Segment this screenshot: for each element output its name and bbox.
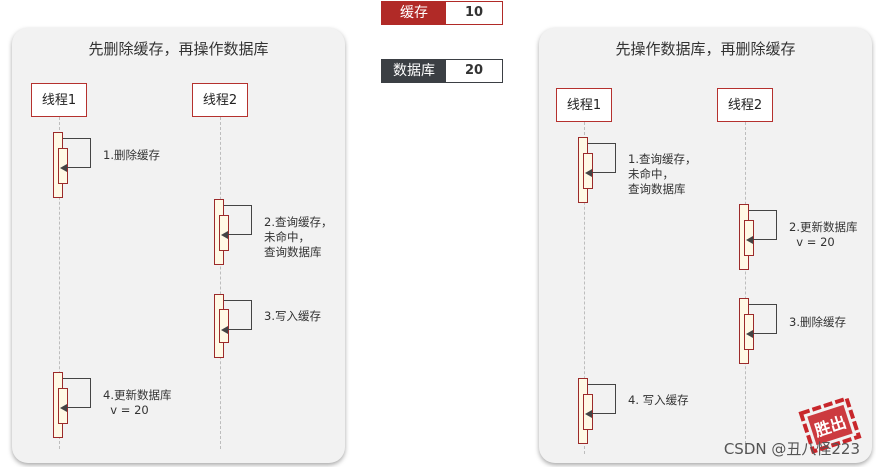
right-thread1-lifeline bbox=[584, 122, 585, 454]
left-panel-title: 先删除缓存，再操作数据库 bbox=[88, 40, 269, 58]
watermark: CSDN @丑八怪223 bbox=[723, 440, 860, 458]
legend-db-label: 数据库 bbox=[382, 60, 446, 82]
left-self-arrow-4 bbox=[60, 378, 91, 412]
right-self-arrow-1 bbox=[585, 143, 616, 177]
right-step-3-label: 3.删除缓存 bbox=[789, 315, 846, 329]
right-step-4-label: 4. 写入缓存 bbox=[628, 393, 689, 407]
right-self-arrow-2 bbox=[746, 210, 777, 244]
right-thread2-box: 线程2 bbox=[717, 88, 773, 122]
right-thread2-lifeline bbox=[745, 122, 746, 454]
left-thread2-box: 线程2 bbox=[192, 83, 248, 117]
right-self-arrow-3 bbox=[746, 304, 777, 338]
left-scenario-panel: 先删除缓存，再操作数据库 线程1 线程2 1.删除缓存 2.查询缓存， 未命中，… bbox=[12, 28, 345, 463]
right-panel-title: 先操作数据库，再删除缓存 bbox=[615, 40, 796, 58]
left-step-1-label: 1.删除缓存 bbox=[103, 148, 160, 162]
left-thread1-lifeline bbox=[59, 117, 60, 449]
legend-db-value: 20 bbox=[446, 60, 502, 82]
winner-stamp-icon: 胜出 bbox=[798, 396, 862, 454]
left-self-arrow-2 bbox=[221, 205, 252, 239]
right-scenario-panel: 先操作数据库，再删除缓存 线程1 线程2 1.查询缓存， 未命中， 查询数据库 … bbox=[539, 28, 872, 463]
left-thread1-box: 线程1 bbox=[31, 83, 87, 117]
legend-cache-value: 10 bbox=[446, 2, 502, 24]
left-self-arrow-1 bbox=[60, 138, 91, 172]
right-self-arrow-4 bbox=[585, 384, 616, 418]
legend-cache-label: 缓存 bbox=[382, 2, 446, 24]
right-thread1-box: 线程1 bbox=[556, 88, 612, 122]
right-step-1-label: 1.查询缓存， 未命中， 查询数据库 bbox=[628, 152, 697, 196]
left-thread2-lifeline bbox=[220, 117, 221, 449]
left-step-2-label: 2.查询缓存， 未命中， 查询数据库 bbox=[264, 215, 333, 259]
left-self-arrow-3 bbox=[221, 300, 252, 334]
left-step-3-label: 3.写入缓存 bbox=[264, 309, 321, 323]
right-step-2-label: 2.更新数据库 v = 20 bbox=[789, 220, 858, 249]
left-step-4-label: 4.更新数据库 v = 20 bbox=[103, 388, 172, 417]
legend-db: 数据库 20 bbox=[381, 59, 503, 83]
legend-cache: 缓存 10 bbox=[381, 1, 503, 25]
